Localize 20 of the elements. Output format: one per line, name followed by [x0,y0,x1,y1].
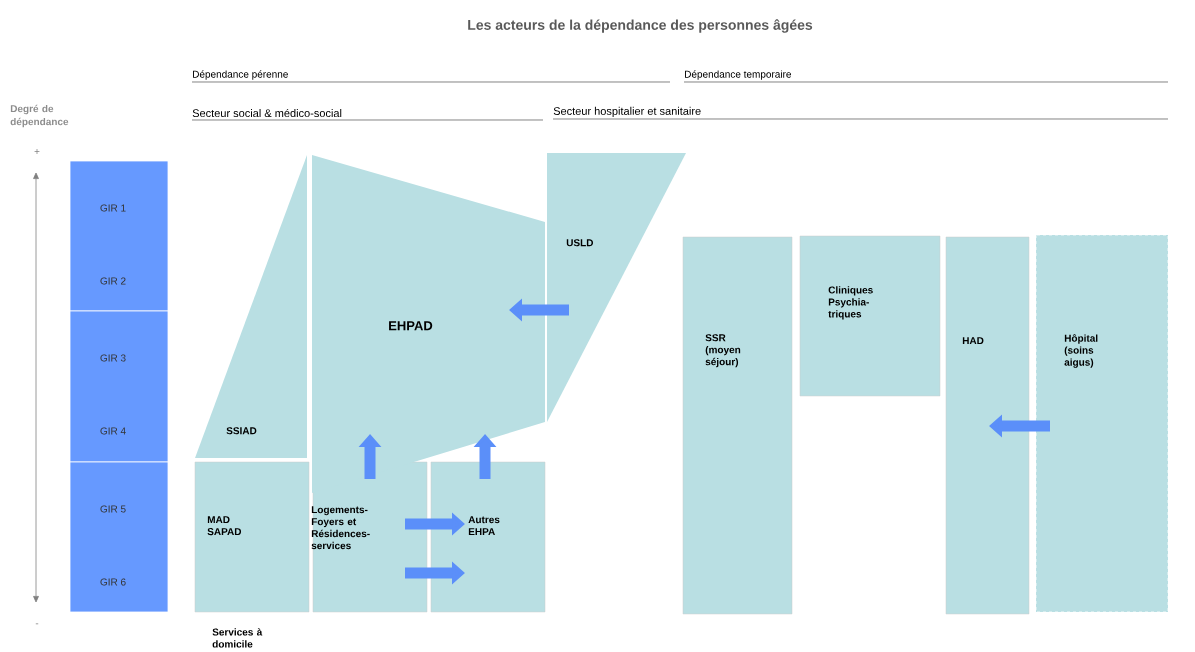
header-text: Secteur hospitalier et sanitaire [553,106,701,118]
node-label: USLD [566,239,594,247]
level-cell: GIR 3 GIR 4 [69,310,169,463]
service-box: HAD [945,236,1030,615]
service-box: Cliniques Psychia- triques [799,235,941,397]
level-cell: GIR 5 GIR 6 [69,461,169,613]
node-label: EHPAD [389,321,433,331]
axis-sign: - [35,623,39,625]
service-box: Autres EHPA [430,461,546,613]
axis-sign: + [34,149,40,154]
service-box: SSR (moyen séjour) [682,236,793,615]
service-box: MAD SAPAD [194,461,310,613]
header-text: Dépendance pérenne [193,70,288,80]
title: Les acteurs de la dépendance des personnes âgées [468,19,813,33]
header-text: Dépendance temporaire [685,70,791,80]
axis-title: Degré de dépendance [10,104,69,128]
group-label: Services à domicile [212,628,263,648]
level-cell: GIR 1 GIR 2 [69,160,169,312]
header-text: Secteur social & médico-social [192,108,342,118]
service-box: Hôpital (soins aigus) [1035,234,1169,613]
